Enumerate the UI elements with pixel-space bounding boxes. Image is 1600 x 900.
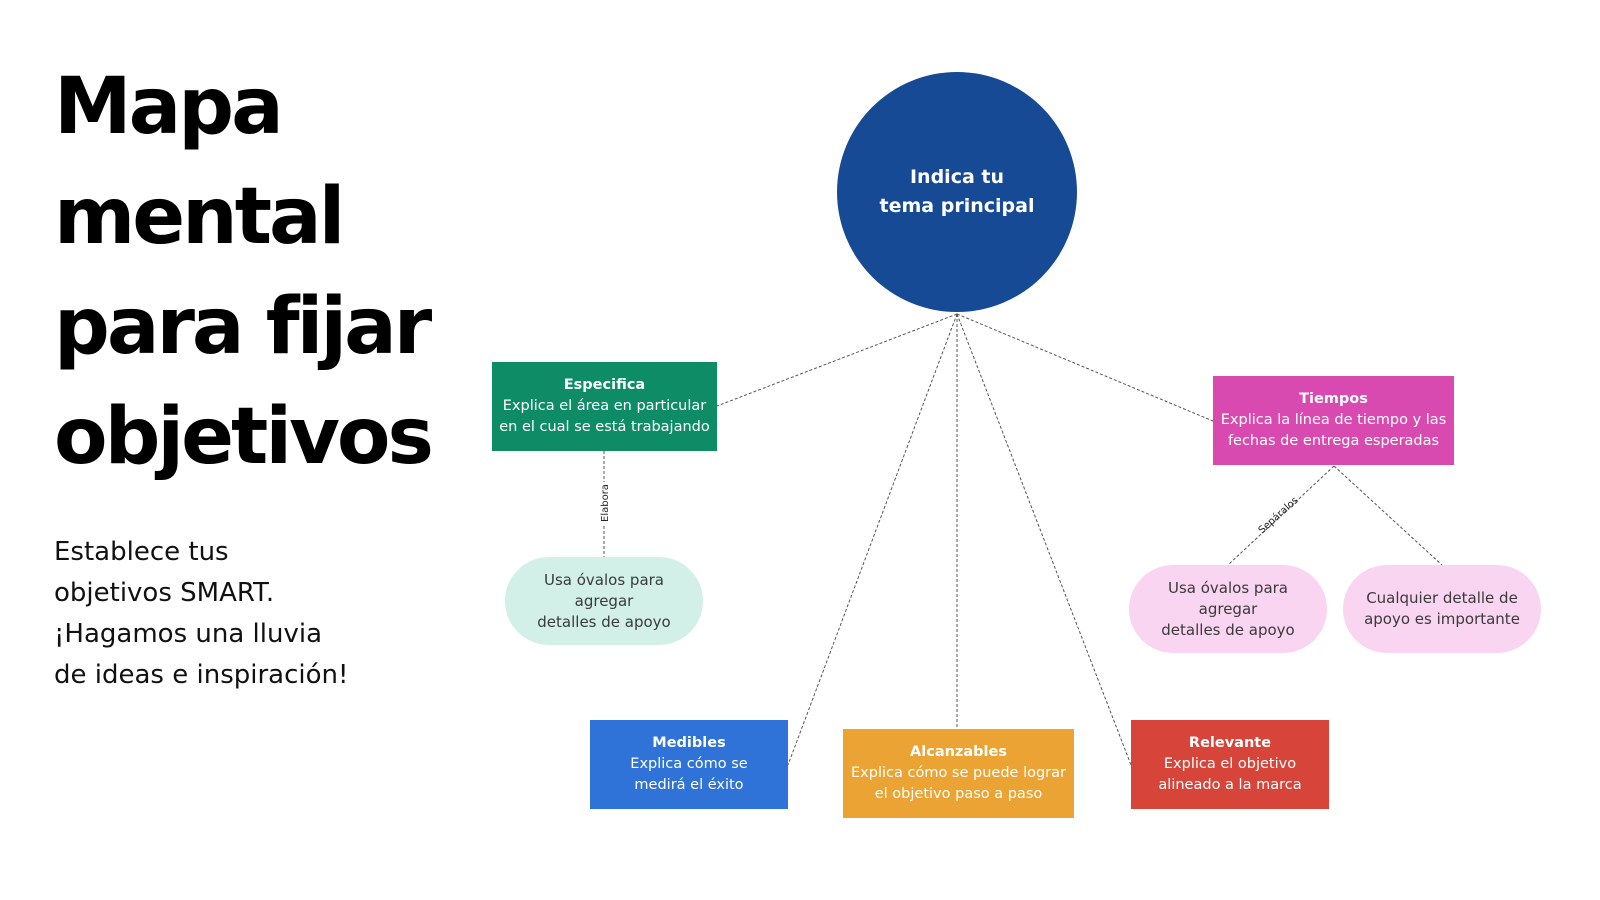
subtitle-line: ¡Hagamos una lluvia: [54, 619, 323, 649]
box-text: alineado a la marca: [1158, 777, 1302, 793]
central-topic-line: Indica tu: [909, 166, 1005, 188]
tiempos-detail-oval-1[interactable]: Usa óvalos para agregar detalles de apoy…: [1129, 565, 1327, 653]
especifica-detail-oval[interactable]: Usa óvalos para agregar detalles de apoy…: [505, 557, 703, 645]
page-title: Mapa mental para fijar objetivos: [54, 52, 474, 492]
central-topic-node[interactable]: Indica tu tema principal: [837, 72, 1077, 312]
box-text: en el cual se está trabajando: [499, 419, 710, 435]
subtitle-line: Establece tus: [54, 537, 229, 567]
box-text: Explica la línea de tiempo y las: [1220, 412, 1447, 428]
page-subtitle: Establece tus objetivos SMART. ¡Hagamos …: [54, 532, 384, 696]
link-center-medibles: [787, 313, 958, 766]
title-line: para fijar: [54, 282, 432, 372]
central-topic-line: tema principal: [879, 195, 1035, 217]
box-text: Explica cómo se puede lograr: [851, 765, 1066, 781]
link-center-tiempos: [956, 313, 1214, 422]
tiempos-box[interactable]: Tiempos Explica la línea de tiempo y las…: [1213, 376, 1454, 465]
box-title: Alcanzables: [910, 744, 1007, 760]
link-tiempos-detail-2: [1333, 465, 1443, 566]
box-text: el objetivo paso a paso: [874, 786, 1043, 802]
especifica-box[interactable]: Especifica Explica el área en particular…: [492, 362, 717, 451]
link-center-especifica: [716, 313, 958, 407]
tiempos-detail-oval-2[interactable]: Cualquier detalle de apoyo es importante: [1343, 565, 1541, 653]
oval-text: apoyo es importante: [1364, 610, 1520, 628]
box-title: Tiempos: [1299, 391, 1368, 407]
oval-text: Usa óvalos para agregar: [1168, 578, 1288, 618]
box-text: Explica el objetivo: [1163, 756, 1297, 772]
oval-text: detalles de apoyo: [1161, 620, 1295, 639]
title-line: Mapa: [54, 62, 284, 152]
oval-text: Usa óvalos para agregar: [544, 570, 664, 610]
box-text: medirá el éxito: [634, 777, 744, 793]
box-title: Especifica: [563, 377, 646, 393]
edge-label-elabora: Elabora: [600, 484, 611, 522]
box-text: Explica cómo se: [630, 756, 748, 772]
title-line: objetivos: [54, 392, 434, 482]
alcanzables-box[interactable]: Alcanzables Explica cómo se puede lograr…: [843, 729, 1074, 818]
subtitle-line: de ideas e inspiración!: [54, 660, 349, 690]
box-title: Relevante: [1188, 735, 1272, 751]
box-text: Explica el área en particular: [502, 398, 707, 414]
oval-text: Cualquier detalle de: [1366, 589, 1518, 607]
box-text: fechas de entrega esperadas: [1227, 433, 1440, 449]
box-title: Medibles: [652, 735, 726, 751]
oval-text: detalles de apoyo: [537, 612, 671, 631]
medibles-box[interactable]: Medibles Explica cómo se medirá el éxito: [590, 720, 788, 809]
subtitle-line: objetivos SMART.: [54, 578, 275, 608]
relevante-box[interactable]: Relevante Explica el objetivo alineado a…: [1131, 720, 1329, 809]
title-line: mental: [54, 172, 345, 262]
edge-label-separalos: Sepáralos: [1256, 494, 1301, 536]
link-center-relevante: [956, 313, 1132, 766]
link-tiempos-detail-1: [1227, 465, 1335, 566]
